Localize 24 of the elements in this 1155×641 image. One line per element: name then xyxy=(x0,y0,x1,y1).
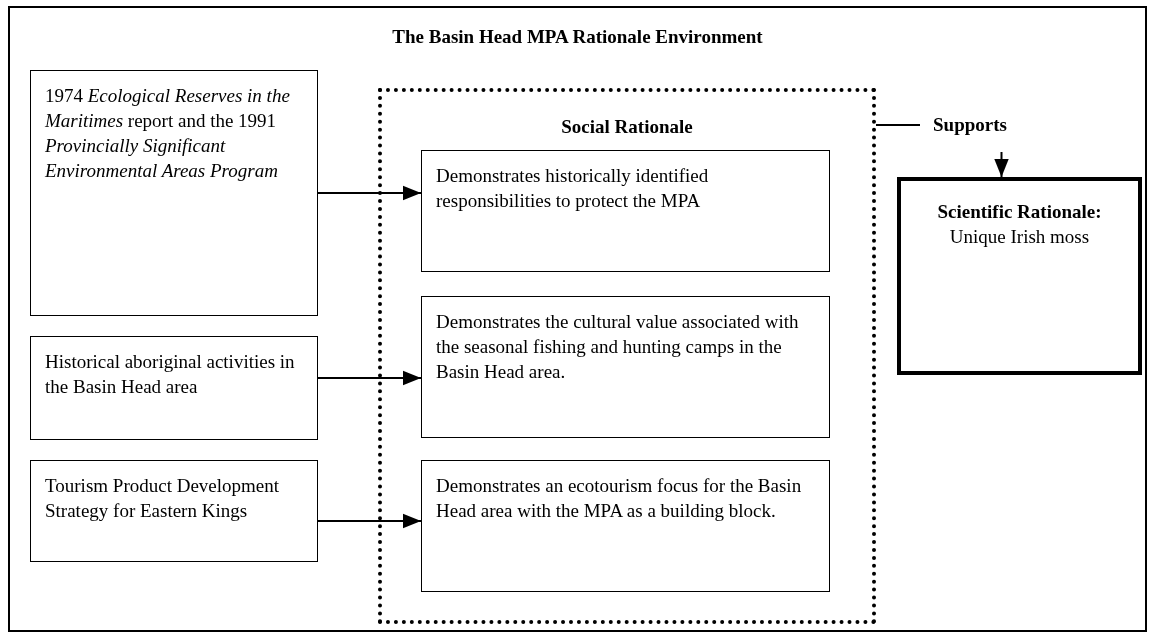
text-box xyxy=(30,460,318,562)
arrow xyxy=(317,370,422,386)
box-heading: Scientific Rationale: xyxy=(936,200,1103,224)
group-box xyxy=(378,88,876,624)
box-text: Demonstrates historically identified responsibilities to protect the MPA xyxy=(436,164,710,214)
box-text: Historical aboriginal activities in the Basin Head area xyxy=(45,350,296,400)
supports-label: Supports xyxy=(920,110,1020,140)
diagram-title: The Basin Head MPA Rationale Environment xyxy=(392,26,763,48)
box-heading: Social Rationale xyxy=(561,115,693,139)
text-box xyxy=(421,296,830,438)
connector-line xyxy=(875,124,921,126)
arrow xyxy=(994,151,1009,178)
text-box xyxy=(421,150,830,272)
text-box xyxy=(30,70,318,316)
box-text: Tourism Product Development Strategy for Eastern Kings xyxy=(45,474,281,524)
box-text: Demonstrates an ecotourism focus for the Basin Head area with the MPA as a building block. xyxy=(436,474,803,524)
box-text: 1974 Ecological Reserves in the Maritimes report and the 1991 Provincially Significant Environmental Areas Program xyxy=(45,84,291,184)
arrow xyxy=(317,185,422,201)
box-text: Unique Irish moss xyxy=(948,225,1091,250)
highlight-box xyxy=(897,177,1142,375)
arrow xyxy=(317,513,422,529)
text-box xyxy=(30,336,318,440)
text-box xyxy=(421,460,830,592)
box-text: Demonstrates the cultural value associated with the seasonal fishing and hunting camps in the Basin Head area. xyxy=(436,310,800,385)
